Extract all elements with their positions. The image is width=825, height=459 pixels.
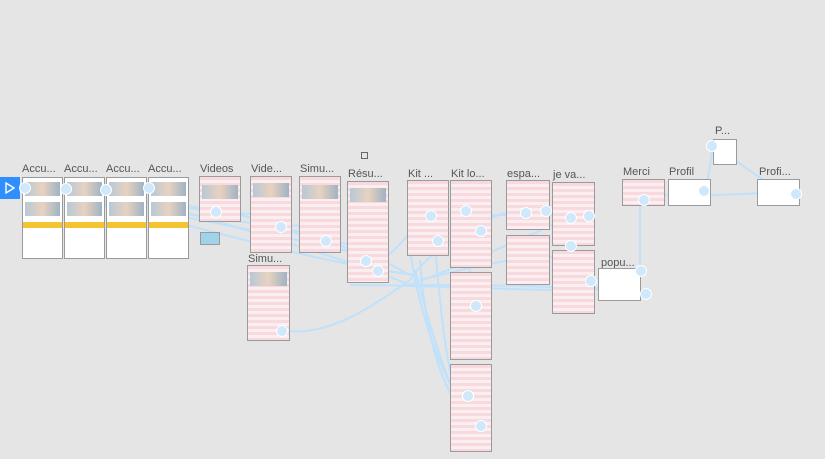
artboard-kit-4[interactable]	[450, 364, 492, 452]
artboard-kit-2[interactable]	[450, 180, 492, 268]
artboard-label-simulation-1[interactable]: Simu...	[300, 163, 335, 175]
hotspot-node[interactable]	[540, 205, 552, 217]
artboard-label-videos[interactable]: Videos	[200, 163, 234, 175]
hotspot-node[interactable]	[698, 185, 710, 197]
artboard-small-square[interactable]	[361, 152, 368, 159]
hotspot-node[interactable]	[790, 188, 802, 200]
artboard-label-profil[interactable]: Profil	[669, 166, 695, 178]
artboard-videos[interactable]	[199, 176, 241, 222]
artboard-label-merci[interactable]: Merci	[623, 166, 650, 178]
artboard-accueil-3[interactable]	[106, 177, 147, 259]
hotspot-node[interactable]	[520, 207, 532, 219]
hotspot-node[interactable]	[462, 390, 474, 402]
prototype-start-marker[interactable]	[0, 177, 20, 199]
artboard-accueil-4[interactable]	[148, 177, 189, 259]
artboard-popup[interactable]	[598, 268, 641, 301]
hotspot-node[interactable]	[100, 184, 112, 196]
hotspot-node[interactable]	[585, 275, 597, 287]
artboard-label-kit-1[interactable]: Kit ...	[408, 168, 434, 180]
hotspot-node[interactable]	[638, 194, 650, 206]
hotspot-node[interactable]	[143, 182, 155, 194]
artboard-label-simulation-2[interactable]: Simu...	[248, 253, 283, 265]
artboard-video-detail[interactable]	[250, 176, 292, 253]
artboard-video-player[interactable]	[200, 232, 220, 245]
hotspot-node[interactable]	[320, 235, 332, 247]
hotspot-node[interactable]	[432, 235, 444, 247]
hotspot-node[interactable]	[565, 212, 577, 224]
hotspot-node[interactable]	[372, 265, 384, 277]
artboard-label-espace[interactable]: espa...	[507, 168, 541, 180]
artboard-kit-3[interactable]	[450, 272, 492, 360]
artboard-label-profil-2[interactable]: Profi...	[759, 166, 791, 178]
artboard-label-video-detail[interactable]: Vide...	[251, 163, 282, 175]
artboard-label-accueil-3[interactable]: Accu...	[106, 163, 140, 175]
hotspot-node[interactable]	[475, 225, 487, 237]
artboard-espace-2[interactable]	[506, 235, 550, 285]
hotspot-node[interactable]	[635, 265, 647, 277]
artboard-label-kit-2[interactable]: Kit lo...	[451, 168, 485, 180]
artboard-label-accueil-2[interactable]: Accu...	[64, 163, 98, 175]
hotspot-node[interactable]	[19, 182, 31, 194]
hotspot-node[interactable]	[210, 206, 222, 218]
artboard-label-resume[interactable]: Résu...	[348, 168, 383, 180]
hotspot-node[interactable]	[640, 288, 652, 300]
hotspot-node[interactable]	[60, 183, 72, 195]
artboard-label-p-small[interactable]: P...	[715, 125, 731, 137]
artboard-label-popup[interactable]: popu...	[601, 257, 635, 269]
hotspot-node[interactable]	[706, 140, 718, 152]
hotspot-node[interactable]	[425, 210, 437, 222]
hotspot-node[interactable]	[565, 240, 577, 252]
hotspot-node[interactable]	[275, 221, 287, 233]
hotspot-node[interactable]	[470, 300, 482, 312]
play-triangle-icon	[5, 182, 15, 194]
hotspot-node[interactable]	[360, 255, 372, 267]
hotspot-node[interactable]	[475, 420, 487, 432]
artboard-label-je-vais[interactable]: je va...	[553, 169, 586, 181]
artboard-label-accueil-4[interactable]: Accu...	[148, 163, 182, 175]
hotspot-node[interactable]	[583, 210, 595, 222]
hotspot-node[interactable]	[460, 205, 472, 217]
artboard-label-accueil-1[interactable]: Accu...	[22, 163, 56, 175]
hotspot-node[interactable]	[276, 325, 288, 337]
